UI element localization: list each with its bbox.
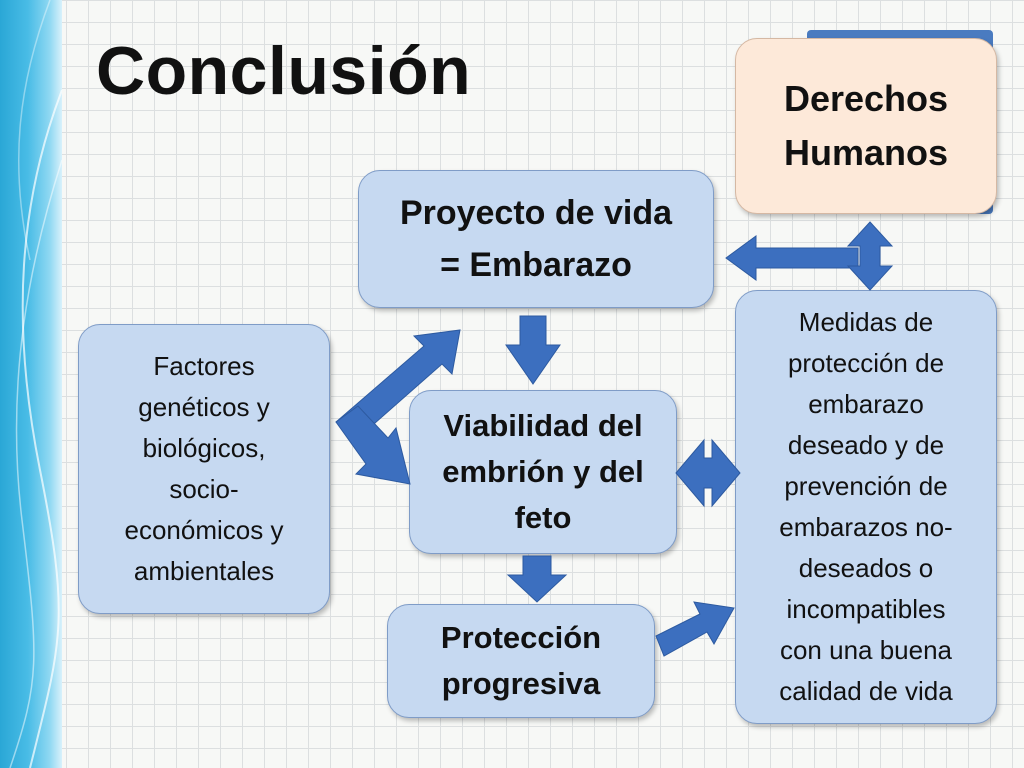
node-factores: Factores genéticos y biológicos, socio- … — [78, 324, 330, 614]
node-medidas-label: Medidas de protección de embarazo desead… — [779, 307, 953, 706]
node-proteccion-label: Protección progresiva — [440, 620, 602, 701]
node-proteccion-progresiva: Protección progresiva — [387, 604, 655, 718]
arrow-double-horizontal — [725, 235, 859, 281]
arrow-proteccion-medidas — [655, 601, 735, 657]
slide-title: Conclusión — [96, 33, 472, 109]
wave-decoration — [9, 0, 62, 768]
arrow-down-proyecto-viabilidad — [505, 315, 561, 385]
node-derechos-label: Derechos Humanos — [783, 78, 949, 173]
arrow-double-diamond — [675, 438, 741, 508]
node-proyecto-label: Proyecto de vida = Embarazo — [399, 194, 673, 284]
decorative-side-band — [0, 0, 62, 768]
arrow-down-factores-viabilidad — [335, 405, 411, 485]
arrow-down-viabilidad-proteccion — [506, 555, 568, 603]
arrow-double-vertical — [846, 221, 894, 291]
node-factores-label: Factores genéticos y biológicos, socio- … — [124, 351, 284, 586]
node-viabilidad-label: Viabilidad del embrión y del feto — [442, 408, 644, 535]
node-viabilidad: Viabilidad del embrión y del feto — [409, 390, 677, 554]
node-proyecto-de-vida: Proyecto de vida = Embarazo — [358, 170, 714, 308]
node-medidas-de-proteccion: Medidas de protección de embarazo desead… — [735, 290, 997, 724]
node-derechos-humanos: Derechos Humanos — [735, 38, 997, 214]
